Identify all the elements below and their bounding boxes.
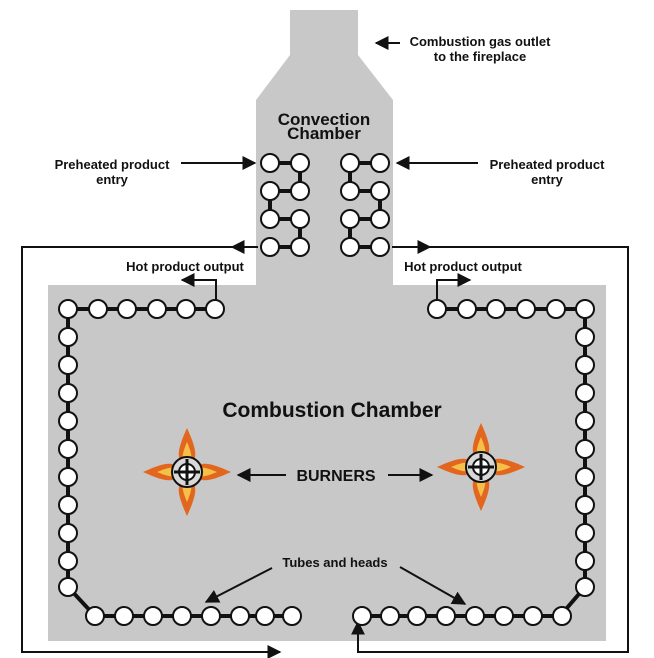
outlet-label-line2: to the fireplace xyxy=(434,49,526,64)
preheated-left-label-line2: entry xyxy=(96,172,129,187)
preheated-right-label-line2: entry xyxy=(531,172,564,187)
annotation-arrows xyxy=(181,36,478,605)
convection-label-line1: Convection xyxy=(278,110,371,129)
preheated-left-label-line1: Preheated product xyxy=(55,157,171,172)
burner-right xyxy=(437,423,525,511)
outer-loop-left xyxy=(21,246,282,658)
burner-left xyxy=(143,428,231,516)
tubes-and-heads-label: Tubes and heads xyxy=(282,555,387,570)
convection-tubes xyxy=(260,153,390,257)
preheated-right-label-line1: Preheated product xyxy=(490,157,606,172)
outlet-label-line1: Combustion gas outlet xyxy=(410,34,552,49)
furnace-body xyxy=(48,10,606,641)
radiant-tubes xyxy=(58,299,595,626)
combustion-chamber-label: Combustion Chamber xyxy=(222,399,441,422)
hot-output-left-label: Hot product output xyxy=(126,259,244,274)
outer-loop-right xyxy=(351,246,629,653)
convection-label-line2: Chamber xyxy=(287,124,361,143)
hot-output-right-arrow xyxy=(436,273,472,304)
hot-output-right-label: Hot product output xyxy=(404,259,522,274)
hot-output-left-arrow xyxy=(180,273,217,304)
burners-label: BURNERS xyxy=(296,468,375,485)
